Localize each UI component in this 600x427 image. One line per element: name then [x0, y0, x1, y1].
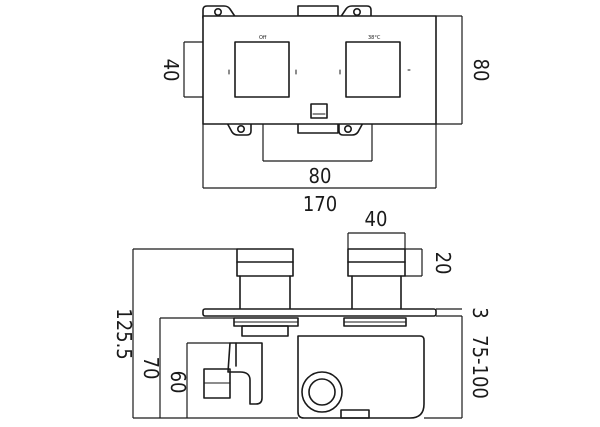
left-handle-label: Off	[259, 35, 267, 41]
dim-centers-width-label: 80	[309, 164, 332, 188]
left-collar-neck	[241, 325, 289, 337]
dim-total-height: 125.5	[112, 248, 298, 419]
dim-centers-width: 80	[262, 124, 373, 188]
dim-plate-thickness: 3	[436, 307, 492, 319]
dim-side-handle-height: 20	[405, 248, 455, 277]
dim-plate-thickness-label: 3	[468, 307, 492, 318]
bracket-bottom-left	[225, 120, 252, 136]
dim-body-height-label: 70	[139, 357, 163, 380]
dim-side-handle-height-label: 20	[431, 252, 455, 275]
dim-overall-width: 170	[202, 124, 437, 216]
left-handle	[234, 41, 290, 98]
top-view: Off 38°C 80 40 80	[159, 5, 493, 216]
dim-inlet-height-label: 60	[166, 371, 190, 394]
dim-body-height: 70	[139, 317, 234, 418]
dim-side-handle-width-label: 40	[365, 207, 388, 231]
outlet-port-inner	[308, 378, 336, 406]
inlet-elbow	[227, 342, 263, 405]
top-mount-tab	[297, 5, 339, 17]
dim-side-handle-width: 40	[347, 207, 406, 249]
dim-inlet-height: 60	[166, 342, 230, 418]
faceplate	[202, 15, 437, 125]
side-faceplate	[202, 308, 437, 317]
dim-depth-range-label: 75-100	[468, 335, 492, 399]
right-handle	[345, 41, 401, 98]
dim-overall-height: 80	[436, 15, 493, 125]
dim-depth-range: 75-100	[424, 316, 492, 419]
side-view: 40 20 3 75-100 125.5	[112, 207, 492, 419]
side-left-handle	[236, 248, 294, 310]
dim-overall-width-label: 170	[303, 192, 337, 216]
bottom-lug	[340, 409, 370, 419]
dim-total-height-label: 125.5	[112, 308, 136, 360]
outlet-port-outer	[301, 371, 343, 413]
valve-body	[297, 335, 425, 419]
dim-overall-height-label: 80	[469, 59, 493, 82]
right-handle-label: 38°C	[368, 35, 381, 41]
diverter-button	[310, 103, 328, 119]
bracket-bottom-right	[338, 120, 365, 136]
dim-handle-height: 40	[159, 41, 203, 98]
dim-handle-height-label: 40	[159, 59, 183, 82]
side-right-handle	[347, 248, 406, 310]
